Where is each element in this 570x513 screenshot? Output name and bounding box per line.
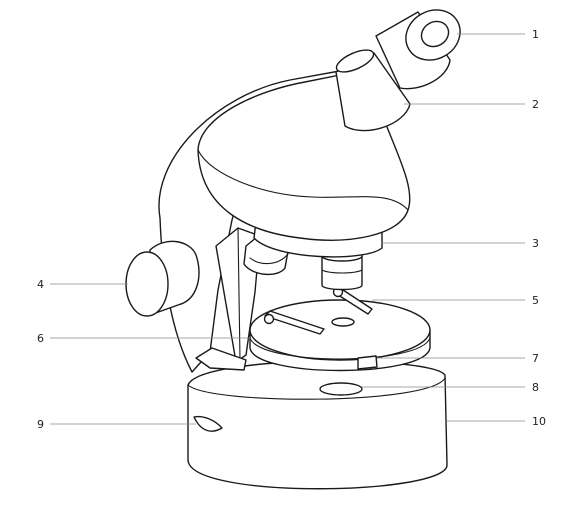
- base: [187, 360, 448, 490]
- callout-4: 4: [37, 278, 44, 291]
- focus-knob: [125, 240, 200, 317]
- microscope-head: [197, 73, 411, 241]
- stage-tab: [357, 355, 378, 370]
- callout-10: 10: [532, 415, 546, 428]
- stage: [249, 299, 431, 372]
- eyepiece: [375, 9, 461, 90]
- callout-1: 1: [532, 28, 539, 41]
- callout-6: 6: [37, 332, 44, 345]
- callout-9: 9: [37, 418, 44, 431]
- leader-lines: [50, 33, 525, 425]
- callout-8: 8: [532, 381, 539, 394]
- callout-5: 5: [532, 294, 539, 307]
- base-switch: [193, 415, 223, 432]
- light-source: [319, 382, 363, 396]
- callout-3: 3: [532, 237, 539, 250]
- callout-7: 7: [532, 352, 539, 365]
- callout-2: 2: [532, 98, 539, 111]
